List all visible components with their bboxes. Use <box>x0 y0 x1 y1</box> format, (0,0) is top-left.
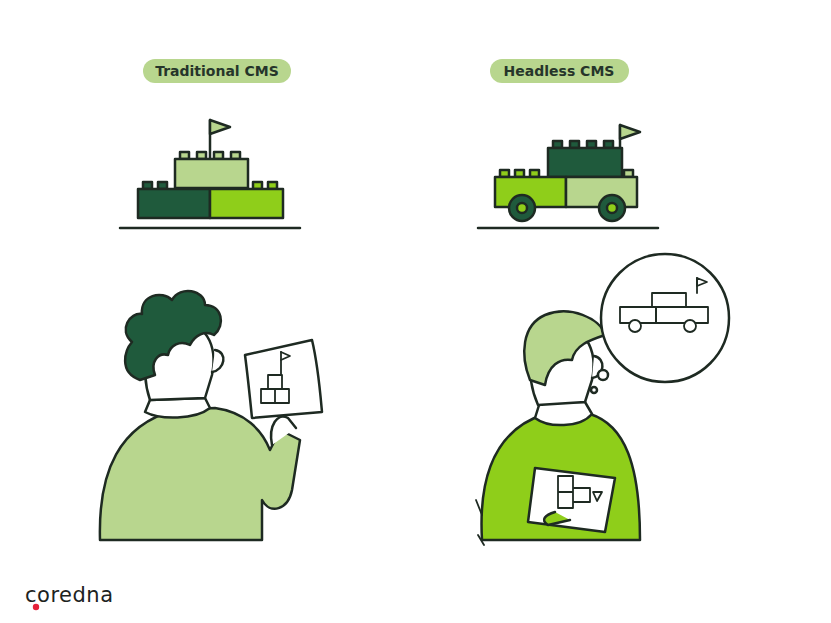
person-imagining <box>476 254 729 545</box>
castle-blocks <box>138 120 283 218</box>
vehicle-blocks <box>495 125 640 221</box>
pill-label: Traditional CMS <box>155 63 279 79</box>
category-pill: Headless CMS <box>490 59 629 83</box>
person-with-plan <box>100 291 322 540</box>
pill-label: Headless CMS <box>504 63 615 79</box>
ground-line <box>478 227 658 230</box>
category-pill: Traditional CMS <box>143 59 291 83</box>
ground-line <box>120 227 300 230</box>
brand-logo: coredna <box>25 583 114 607</box>
